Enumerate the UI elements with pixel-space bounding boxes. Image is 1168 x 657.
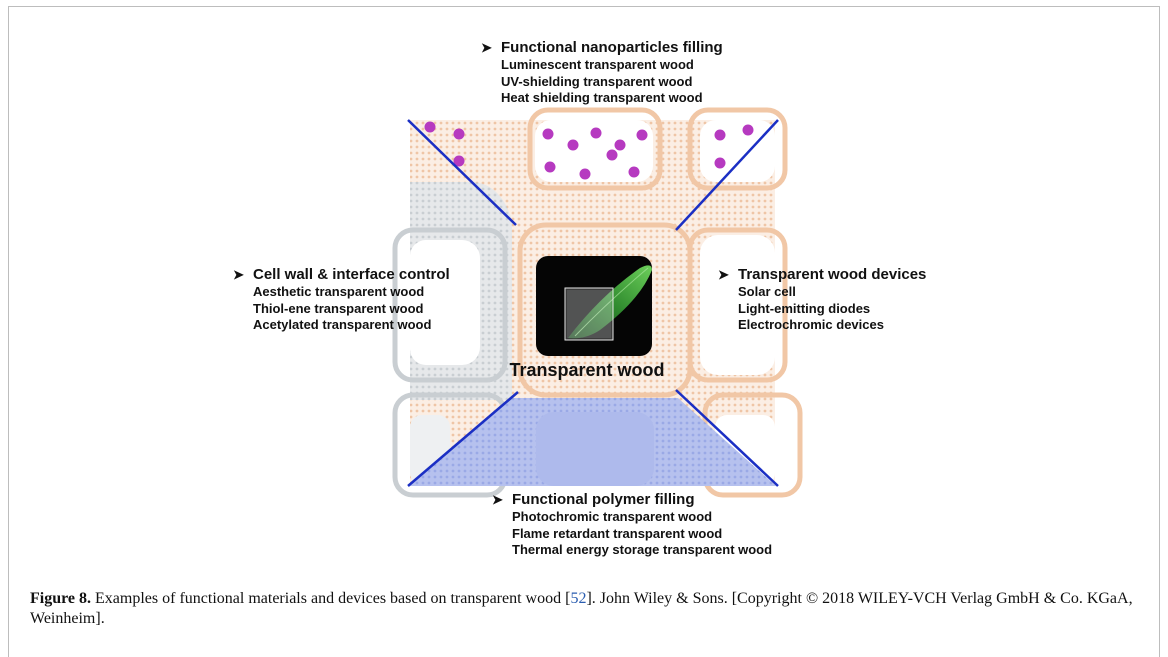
right-item: Solar cell [738, 284, 796, 299]
bottom-item: Thermal energy storage transparent wood [512, 542, 773, 557]
left-item: Thiol-ene transparent wood [253, 300, 424, 316]
page-frame [8, 6, 1160, 657]
arrowhead-bullet-icon: ➤ [718, 267, 729, 282]
transparent-wood-figure [392, 107, 803, 498]
left-section-title: ➤Cell wall & interface control [233, 266, 450, 283]
right-section-title: ➤Transparent wood devices [718, 266, 927, 283]
bottom-section-items: Photochromic transparent wood Flame reta… [492, 509, 772, 559]
top-item: UV-shielding transparent wood [501, 73, 693, 89]
arrowhead-bullet-icon: ➤ [233, 267, 244, 282]
top-item: Heat shielding transparent wood [501, 90, 703, 105]
bottom-section: ➤Functional polymer filling Photochromic… [492, 491, 772, 559]
arrowhead-bullet-icon: ➤ [492, 492, 503, 507]
left-section-items: Aesthetic transparent wood Thiol-ene tra… [233, 284, 450, 334]
left-text-block [410, 240, 480, 365]
bottom-item: Flame retardant transparent wood [512, 525, 723, 541]
top-item: Luminescent transparent wood [501, 57, 694, 72]
right-item: Electrochromic devices [738, 317, 884, 332]
center-label: Transparent wood [509, 360, 665, 380]
right-text-block [700, 235, 775, 375]
divider-lines [407, 119, 779, 487]
transparent-wood-photo [536, 256, 652, 356]
blue-inner-lumen [536, 412, 654, 486]
top-section: ➤Functional nanoparticles filling Lumine… [481, 39, 723, 107]
reference-link[interactable]: 52 [570, 590, 587, 607]
top-section-title: ➤Functional nanoparticles filling [481, 39, 723, 56]
left-item: Aesthetic transparent wood [253, 284, 425, 299]
bottom-section-title: ➤Functional polymer filling [492, 491, 695, 508]
bottom-item: Photochromic transparent wood [512, 509, 713, 524]
top-section-items: Luminescent transparent wood UV-shieldin… [481, 57, 723, 107]
caption-text-end: ]. John Wiley & Sons. [Copyright © 2018 … [30, 590, 1133, 627]
left-item: Acetylated transparent wood [253, 317, 432, 332]
right-section-items: Solar cell Light-emitting diodes Electro… [718, 284, 926, 334]
arrowhead-bullet-icon: ➤ [481, 40, 492, 55]
right-section: ➤Transparent wood devices Solar cell Lig… [718, 266, 926, 334]
right-item: Light-emitting diodes [738, 300, 871, 316]
caption-label: Figure 8. [30, 590, 92, 607]
caption-text: Examples of functional materials and dev… [91, 590, 571, 607]
left-section: ➤Cell wall & interface control Aesthetic… [233, 266, 450, 334]
figure-caption: Figure 8. Examples of functional materia… [30, 589, 1140, 629]
nanoparticles [424, 121, 754, 180]
